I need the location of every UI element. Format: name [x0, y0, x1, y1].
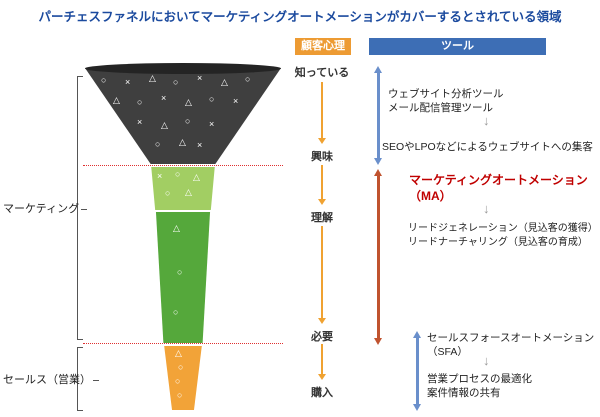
sfa-detail-lines: 営業プロセスの最適化 案件情報の共有 — [427, 372, 532, 400]
down-arrow-icon: ↓ — [483, 201, 490, 216]
down-arrow-interest-to-understand — [318, 165, 326, 205]
purchase-funnel: ○×△○×△○△○×△○××△○×○△× ×○△○△ △○○ △○○○ — [85, 63, 281, 412]
diagram-title: パーチェスファネルにおいてマーケティングオートメーションがカバーするとされている… — [38, 10, 562, 24]
funnel-symbol: × — [161, 93, 167, 103]
funnel-symbol: △ — [193, 172, 200, 182]
tool-item-web-analytics: ウェブサイト分析ツール — [388, 88, 504, 100]
down-arrow-know-to-interest — [318, 82, 326, 144]
stage-need: 必要 — [311, 331, 333, 343]
funnel-symbol: ○ — [177, 267, 183, 277]
sfa-range-arrow — [413, 331, 422, 411]
web-tools-lines: ウェブサイト分析ツール メール配信管理ツール — [388, 87, 504, 115]
funnel-symbol: △ — [175, 348, 182, 358]
tool-item-mail-delivery: メール配信管理ツール — [388, 102, 493, 114]
tool-item-deal-info-sharing: 案件情報の共有 — [427, 387, 501, 399]
ma-detail-lines: リードジェネレーション（見込客の獲得） リードナーチャリング（見込客の育成） — [408, 222, 598, 250]
funnel-section-interest: ×○△○△ — [151, 167, 215, 210]
funnel-symbol: × — [197, 73, 203, 83]
funnel-symbol: ○ — [177, 390, 183, 400]
stage-interest: 興味 — [311, 151, 333, 163]
funnel-symbol: × — [233, 96, 239, 106]
down-arrow-need-to-purchase — [318, 344, 326, 380]
funnel-symbol: △ — [173, 223, 180, 233]
down-arrow-icon: ↓ — [483, 113, 490, 128]
tool-item-lead-generation: リードジェネレーション（見込客の獲得） — [408, 223, 598, 234]
funnel-symbol: △ — [179, 137, 186, 147]
funnel-symbol: ○ — [245, 74, 251, 84]
funnel-section-awareness: ○×△○×△○△○×△○××△○×○△× — [85, 68, 281, 164]
tool-item-lead-nurturing: リードナーチャリング（見込客の育成） — [408, 237, 588, 248]
funnel-symbol: ○ — [137, 97, 143, 107]
funnel-symbol: ○ — [178, 362, 184, 372]
seo-lpo-result-text: SEOやLPOなどによるウェブサイトへの集客 — [382, 141, 593, 153]
funnel-divider-dotted-line-top — [83, 165, 283, 166]
tools-column-header: ツール — [369, 38, 546, 55]
funnel-symbol: × — [209, 119, 215, 129]
down-arrow-icon: ↓ — [483, 353, 490, 368]
funnel-symbol: × — [197, 140, 203, 150]
funnel-symbol: × — [137, 117, 143, 127]
funnel-symbol: ○ — [173, 77, 179, 87]
marketing-label: マーケティング — [3, 200, 87, 216]
funnel-section-purchase: △ ○ ○ ○ — [164, 346, 202, 410]
funnel-symbol: ○ — [175, 169, 181, 179]
ma-range-arrow — [374, 169, 383, 345]
funnel-symbol: △ — [149, 73, 156, 83]
funnel-symbol: △ — [185, 97, 192, 107]
funnel-divider-dotted-line-bottom — [83, 343, 283, 344]
funnel-symbol: ○ — [165, 188, 171, 198]
funnel-symbol: △ — [185, 187, 192, 197]
sales-label: セールス（営業） — [3, 371, 99, 387]
sfa-title: セールスフォースオートメーション（SFA） — [427, 332, 595, 358]
web-tools-range-arrow — [374, 66, 383, 165]
funnel-symbol: × — [125, 77, 131, 87]
ma-title: マーケティングオートメーション（MA） — [409, 173, 588, 203]
funnel-section-understanding: △ ○ ○ — [155, 212, 211, 343]
funnel-top-ellipse — [85, 63, 281, 74]
tool-item-sales-process-optimization: 営業プロセスの最適化 — [427, 373, 532, 385]
funnel-symbol: ○ — [175, 376, 181, 386]
stage-understand: 理解 — [311, 212, 333, 224]
funnel-symbol: ○ — [185, 116, 191, 126]
stage-know: 知っている — [294, 67, 350, 79]
down-arrow-understand-to-need — [318, 226, 326, 324]
funnel-symbol: ○ — [101, 75, 107, 85]
funnel-symbol: △ — [221, 77, 228, 87]
psychology-column-header: 顧客心理 — [295, 38, 351, 55]
funnel-symbol: △ — [161, 120, 168, 130]
funnel-symbol: × — [157, 171, 163, 181]
funnel-symbol: ○ — [209, 94, 215, 104]
funnel-symbol: ○ — [155, 139, 161, 149]
funnel-symbol: ○ — [173, 307, 179, 317]
funnel-symbol: △ — [113, 95, 120, 105]
stage-purchase: 購入 — [311, 387, 333, 399]
